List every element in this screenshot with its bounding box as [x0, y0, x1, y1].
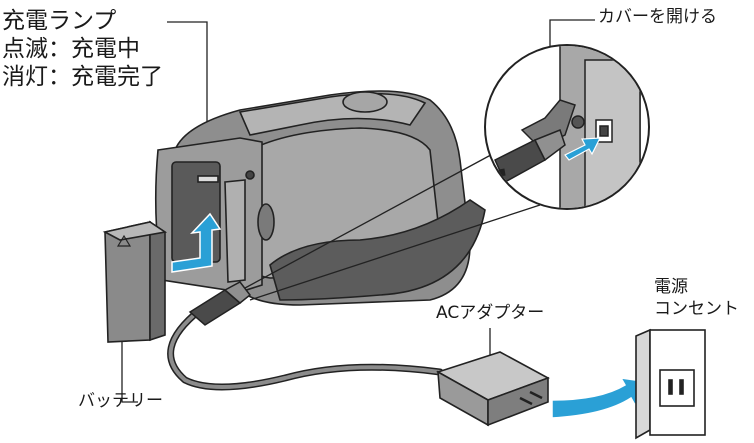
battery-front — [104, 221, 151, 343]
outlet-arrow — [551, 377, 652, 419]
microphone-grill — [342, 91, 388, 113]
zoom-line-a — [244, 149, 501, 289]
outlet-label-line1: 電源 — [654, 277, 688, 297]
battery-leader — [121, 338, 138, 403]
battery-top — [102, 221, 168, 241]
rear-button — [257, 203, 275, 241]
ac-prong-2 — [529, 390, 543, 400]
camcorder — [154, 90, 486, 306]
dc-jack-hole — [599, 125, 609, 137]
outlet-label-line2: コンセント — [654, 299, 739, 319]
outlet-slot-2 — [679, 379, 684, 395]
charge-lamp-label: 充電ランプ — [2, 8, 117, 34]
magnified-insert-arrow — [564, 137, 601, 161]
battery-side — [149, 220, 166, 342]
dc-plug — [188, 281, 252, 326]
battery — [102, 220, 168, 343]
insert-arrow — [171, 212, 222, 273]
ac-adapter-side — [487, 376, 549, 427]
outlet-plate-side — [635, 328, 651, 440]
dc-plug-tip — [223, 281, 252, 304]
off-label: 消灯：充電完了 — [2, 64, 163, 90]
lamp-dot — [245, 170, 255, 180]
battery-contacts — [197, 175, 219, 183]
open-cover-label: カバーを開ける — [598, 7, 717, 27]
magnified-plug-tip — [533, 129, 566, 162]
blinking-label: 点滅：充電中 — [2, 36, 140, 62]
ac-prong-1 — [519, 396, 533, 406]
cover-hinge — [571, 115, 585, 129]
wall-outlet — [635, 328, 706, 440]
ac-adapter-label: ACアダプター — [436, 303, 545, 323]
cable-inner — [168, 308, 442, 390]
outlet-socket — [659, 369, 695, 407]
back-strip — [224, 179, 246, 283]
outlet-slot-1 — [668, 379, 673, 395]
battery-triangle-mark — [116, 234, 132, 247]
grip-strap — [269, 199, 486, 301]
ac-adapter — [436, 351, 550, 427]
battery-label: バッテリー — [78, 391, 163, 411]
zoom-line-b — [249, 204, 541, 301]
zoom-lines — [244, 149, 541, 301]
dc-cable — [167, 306, 444, 391]
magnifier — [484, 44, 650, 210]
